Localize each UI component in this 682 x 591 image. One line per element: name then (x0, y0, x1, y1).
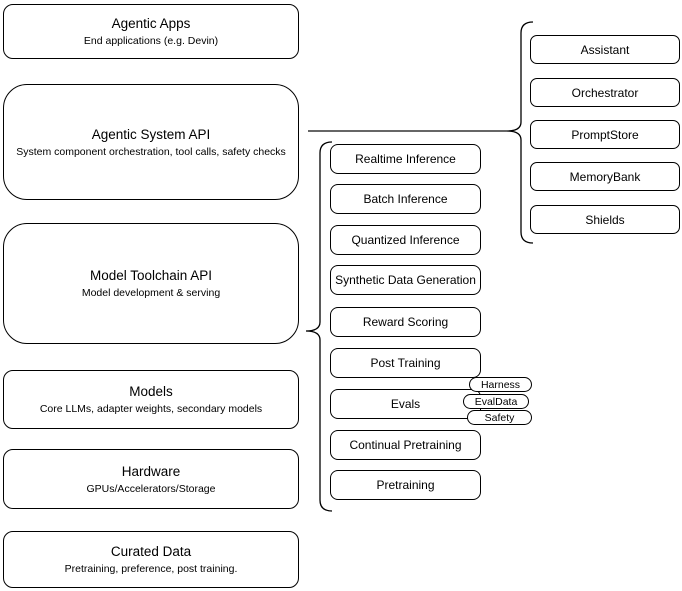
node-quantized-inference: Quantized Inference (330, 225, 481, 255)
node-synthetic-data-generation: Synthetic Data Generation (330, 265, 481, 295)
node-title: Curated Data (110, 544, 192, 559)
node-reward-scoring: Reward Scoring (330, 307, 481, 337)
toolchain-brace (305, 141, 333, 512)
node-title: Hardware (121, 463, 181, 479)
node-hardware: Hardware GPUs/Accelerators/Storage (3, 449, 299, 509)
node-subtitle: GPUs/Accelerators/Storage (86, 482, 216, 495)
node-curated-data: Curated Data Pretraining, preference, po… (3, 531, 299, 588)
node-subtitle: System component orchestration, tool cal… (16, 145, 286, 158)
node-memorybank: MemoryBank (530, 162, 680, 191)
node-subtitle: Core LLMs, adapter weights, secondary mo… (39, 403, 263, 415)
node-assistant: Assistant (530, 35, 680, 64)
node-model-toolchain-api: Model Toolchain API Model development & … (3, 223, 299, 344)
node-subtitle: Model development & serving (81, 287, 221, 299)
node-pretraining: Pretraining (330, 470, 481, 500)
node-realtime-inference: Realtime Inference (330, 144, 481, 174)
tag-evaldata: EvalData (463, 394, 529, 409)
node-subtitle: Pretraining, preference, post training. (64, 563, 238, 575)
node-agentic-system-api: Agentic System API System component orch… (3, 84, 299, 200)
tag-harness: Harness (469, 377, 532, 392)
node-batch-inference: Batch Inference (330, 184, 481, 214)
node-promptstore: PromptStore (530, 120, 680, 149)
node-title: Agentic Apps (111, 16, 191, 31)
node-evals: Evals (330, 389, 481, 419)
tag-safety: Safety (467, 410, 532, 425)
node-post-training: Post Training (330, 348, 481, 378)
node-orchestrator: Orchestrator (530, 78, 680, 107)
node-subtitle: End applications (e.g. Devin) (83, 35, 219, 47)
node-title: Agentic System API (91, 126, 211, 142)
node-title: Models (129, 384, 173, 399)
node-agentic-apps: Agentic Apps End applications (e.g. Devi… (3, 4, 299, 59)
node-title: Model Toolchain API (89, 268, 213, 283)
node-models: Models Core LLMs, adapter weights, secon… (3, 370, 299, 429)
node-continual-pretraining: Continual Pretraining (330, 430, 481, 460)
node-shields: Shields (530, 205, 680, 234)
system-components-brace (506, 21, 534, 244)
